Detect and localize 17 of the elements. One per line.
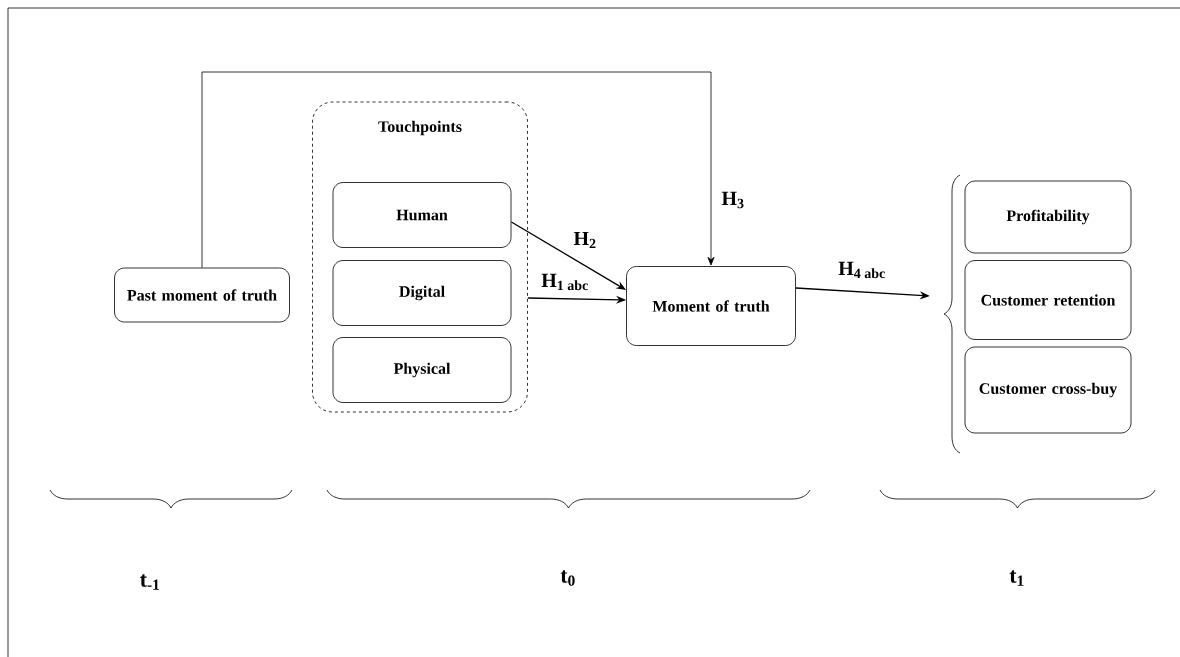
- rounded-box: Past moment of truth: [114, 267, 290, 323]
- rounded-box: Physical: [332, 337, 512, 403]
- curly-brace: [943, 174, 961, 454]
- time-label: t$_{1}$: [1009, 570, 1024, 586]
- time-label: t$_{-1}$: [140, 574, 160, 590]
- rounded-box: Digital: [332, 260, 512, 326]
- edge-label: H$_{1 abc}$: [540, 272, 590, 292]
- rounded-box: Moment of truth: [626, 266, 796, 346]
- rounded-box: Customer cross-buy: [964, 346, 1132, 434]
- rounded-box: Human: [332, 182, 512, 248]
- time-label: t$_{0}$: [560, 570, 575, 586]
- edge-label: H$_{2}$: [572, 230, 598, 250]
- arrow: [201, 71, 715, 268]
- rounded-box: Profitability: [964, 180, 1132, 254]
- edge-label: H$_{4 abc}$: [837, 260, 887, 280]
- edge-label: H$_{3}$: [720, 190, 746, 210]
- rounded-box: Customer retention: [964, 260, 1132, 340]
